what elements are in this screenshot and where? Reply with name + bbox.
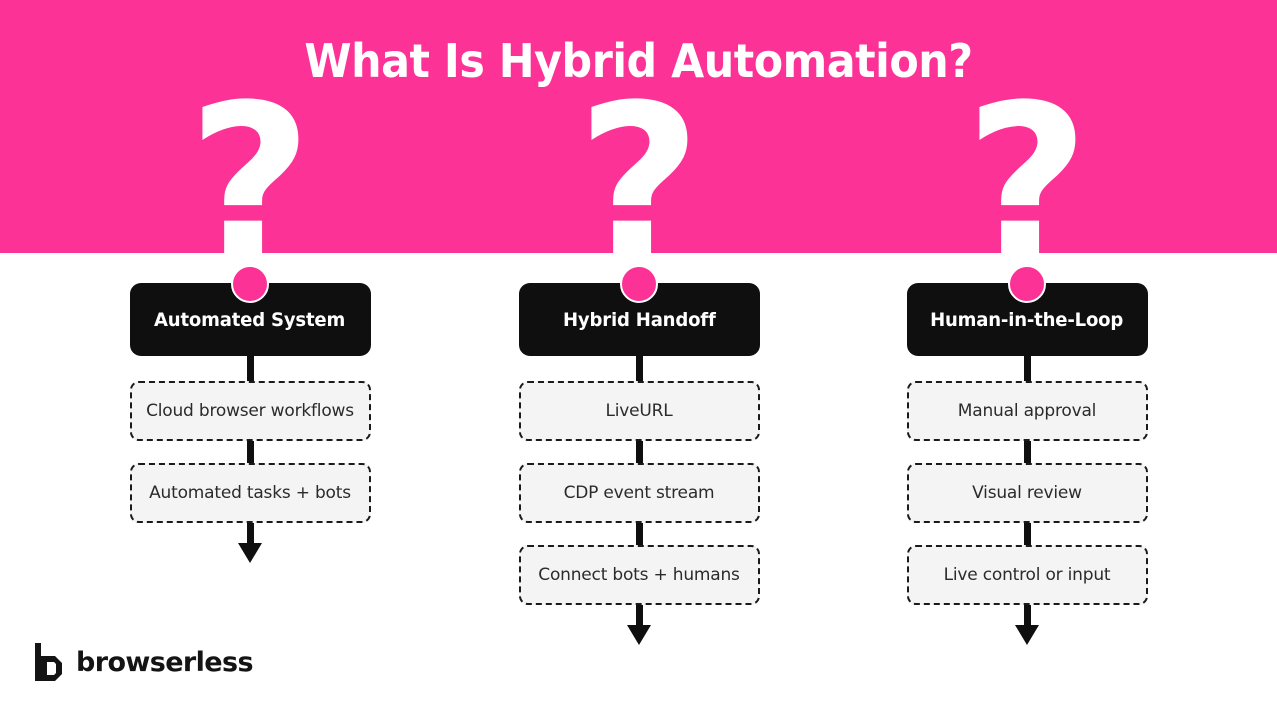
node-dot-icon <box>1008 265 1046 303</box>
connector-line <box>1023 356 1031 381</box>
browserless-logo[interactable]: browserless <box>33 641 254 683</box>
column-header-label: Human-in-the-Loop <box>930 308 1124 331</box>
step-label: Automated tasks + bots <box>149 483 351 503</box>
question-mark-icon-3: ? <box>964 58 1090 253</box>
connector-line <box>635 441 643 463</box>
browserless-b-mark-icon <box>35 643 62 681</box>
connector-line <box>635 356 643 381</box>
step-box[interactable]: Visual review <box>906 463 1148 523</box>
flow-column-hybrid-handoff: Hybrid Handoff LiveURL CDP event stream … <box>509 253 769 645</box>
step-label: Visual review <box>972 483 1082 503</box>
column-header-wrap: Hybrid Handoff <box>518 253 760 356</box>
step-label: Connect bots + humans <box>538 565 740 585</box>
question-mark-icon-2: ? <box>576 58 702 253</box>
connector-line <box>246 356 254 381</box>
step-box[interactable]: Live control or input <box>906 545 1148 605</box>
flow-arrow-icon <box>1015 605 1039 645</box>
flow-arrow-icon <box>627 605 651 645</box>
arrow-head <box>238 543 262 563</box>
column-header-box[interactable]: Human-in-the-Loop <box>906 283 1148 356</box>
node-dot-icon <box>620 265 658 303</box>
step-label: Manual approval <box>957 401 1097 421</box>
hero-banner: What Is Hybrid Automation? ? ? ? <box>0 0 1277 253</box>
page-title: What Is Hybrid Automation? <box>304 34 973 88</box>
step-box[interactable]: Manual approval <box>906 381 1148 441</box>
step-box[interactable]: CDP event stream <box>518 463 760 523</box>
node-dot-icon <box>231 265 269 303</box>
logo-wordmark: browserless <box>76 646 254 678</box>
step-label: LiveURL <box>605 401 673 421</box>
step-box[interactable]: Automated tasks + bots <box>129 463 371 523</box>
step-box[interactable]: Cloud browser workflows <box>129 381 371 441</box>
flow-column-human-in-the-loop: Human-in-the-Loop Manual approval Visual… <box>897 253 1157 645</box>
step-box[interactable]: Connect bots + humans <box>518 545 760 605</box>
connector-line <box>246 441 254 463</box>
arrow-stem <box>246 523 254 545</box>
arrow-head <box>1015 625 1039 645</box>
step-label: CDP event stream <box>563 483 715 503</box>
step-label: Live control or input <box>943 565 1111 585</box>
column-header-label: Automated System <box>154 308 346 331</box>
arrow-stem <box>1023 605 1031 627</box>
arrow-head <box>627 625 651 645</box>
connector-line <box>635 523 643 545</box>
column-header-label: Hybrid Handoff <box>562 308 716 331</box>
flow-diagram: Automated System Cloud browser workflows… <box>0 253 1277 711</box>
arrow-stem <box>635 605 643 627</box>
column-header-wrap: Human-in-the-Loop <box>906 253 1148 356</box>
question-mark-icon-1: ? <box>187 58 313 253</box>
step-box[interactable]: LiveURL <box>518 381 760 441</box>
flow-arrow-icon <box>238 523 262 563</box>
connector-line <box>1023 523 1031 545</box>
step-label: Cloud browser workflows <box>146 401 354 421</box>
connector-line <box>1023 441 1031 463</box>
flow-column-automated-system: Automated System Cloud browser workflows… <box>120 253 380 563</box>
column-header-wrap: Automated System <box>129 253 371 356</box>
